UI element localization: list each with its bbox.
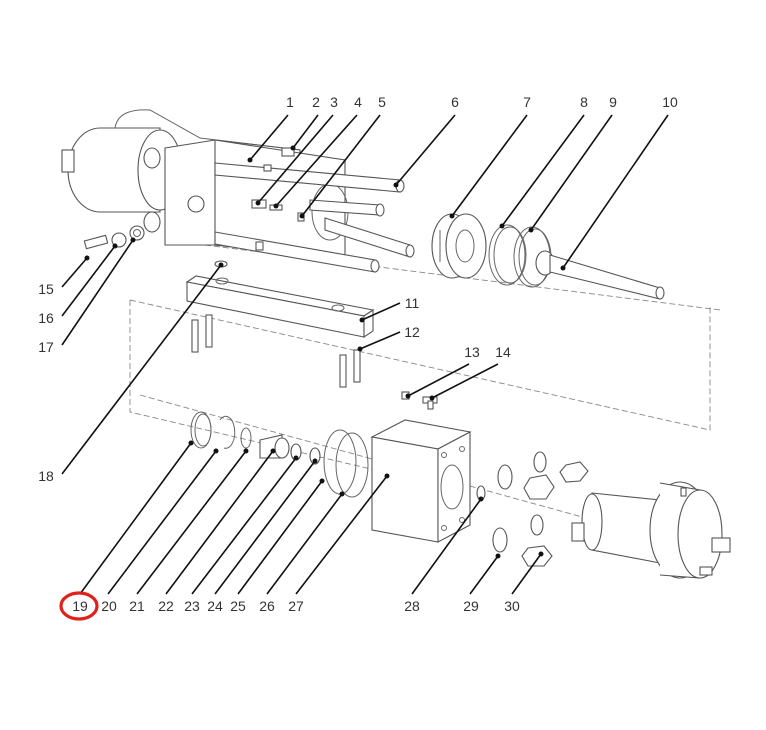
highlight-circle-19 [59, 591, 99, 621]
part-label-24: 24 [207, 598, 223, 614]
part-label-18: 18 [38, 468, 54, 484]
part-label-10: 10 [662, 94, 678, 110]
rear-cylinder [571, 481, 731, 579]
part-label-9: 9 [609, 94, 617, 110]
part-label-1: 1 [286, 94, 294, 110]
part-label-4: 4 [354, 94, 362, 110]
part-label-3: 3 [330, 94, 338, 110]
part-label-29: 29 [463, 598, 479, 614]
part-label-6: 6 [451, 94, 459, 110]
piston-seal [488, 224, 527, 286]
part-label-13: 13 [464, 344, 480, 360]
part-label-27: 27 [288, 598, 304, 614]
mounting-bar [185, 260, 375, 339]
part-label-26: 26 [259, 598, 275, 614]
part-label-17: 17 [38, 339, 54, 355]
left-fittings [83, 225, 145, 250]
bolts [191, 314, 361, 388]
part-label-11: 11 [404, 295, 420, 311]
part-label-25: 25 [230, 598, 246, 614]
part-label-2: 2 [312, 94, 320, 110]
leader-lines [61, 114, 669, 595]
nuts-washers [476, 451, 589, 567]
piston [431, 213, 487, 279]
part-label-22: 22 [158, 598, 174, 614]
piston-rod [535, 250, 665, 300]
gland-housing [370, 419, 472, 543]
part-label-23: 23 [184, 598, 200, 614]
part-label-15: 15 [38, 281, 54, 297]
part-label-12: 12 [404, 324, 420, 340]
part-label-20: 20 [101, 598, 117, 614]
part-label-30: 30 [504, 598, 520, 614]
part-label-5: 5 [378, 94, 386, 110]
part-label-21: 21 [129, 598, 145, 614]
part-label-14: 14 [495, 344, 511, 360]
part-label-19: 19 [72, 598, 88, 614]
tie-rods [214, 162, 415, 273]
part-label-7: 7 [523, 94, 531, 110]
part-label-8: 8 [580, 94, 588, 110]
part-label-16: 16 [38, 310, 54, 326]
gland-rings [190, 411, 369, 498]
part-label-28: 28 [404, 598, 420, 614]
